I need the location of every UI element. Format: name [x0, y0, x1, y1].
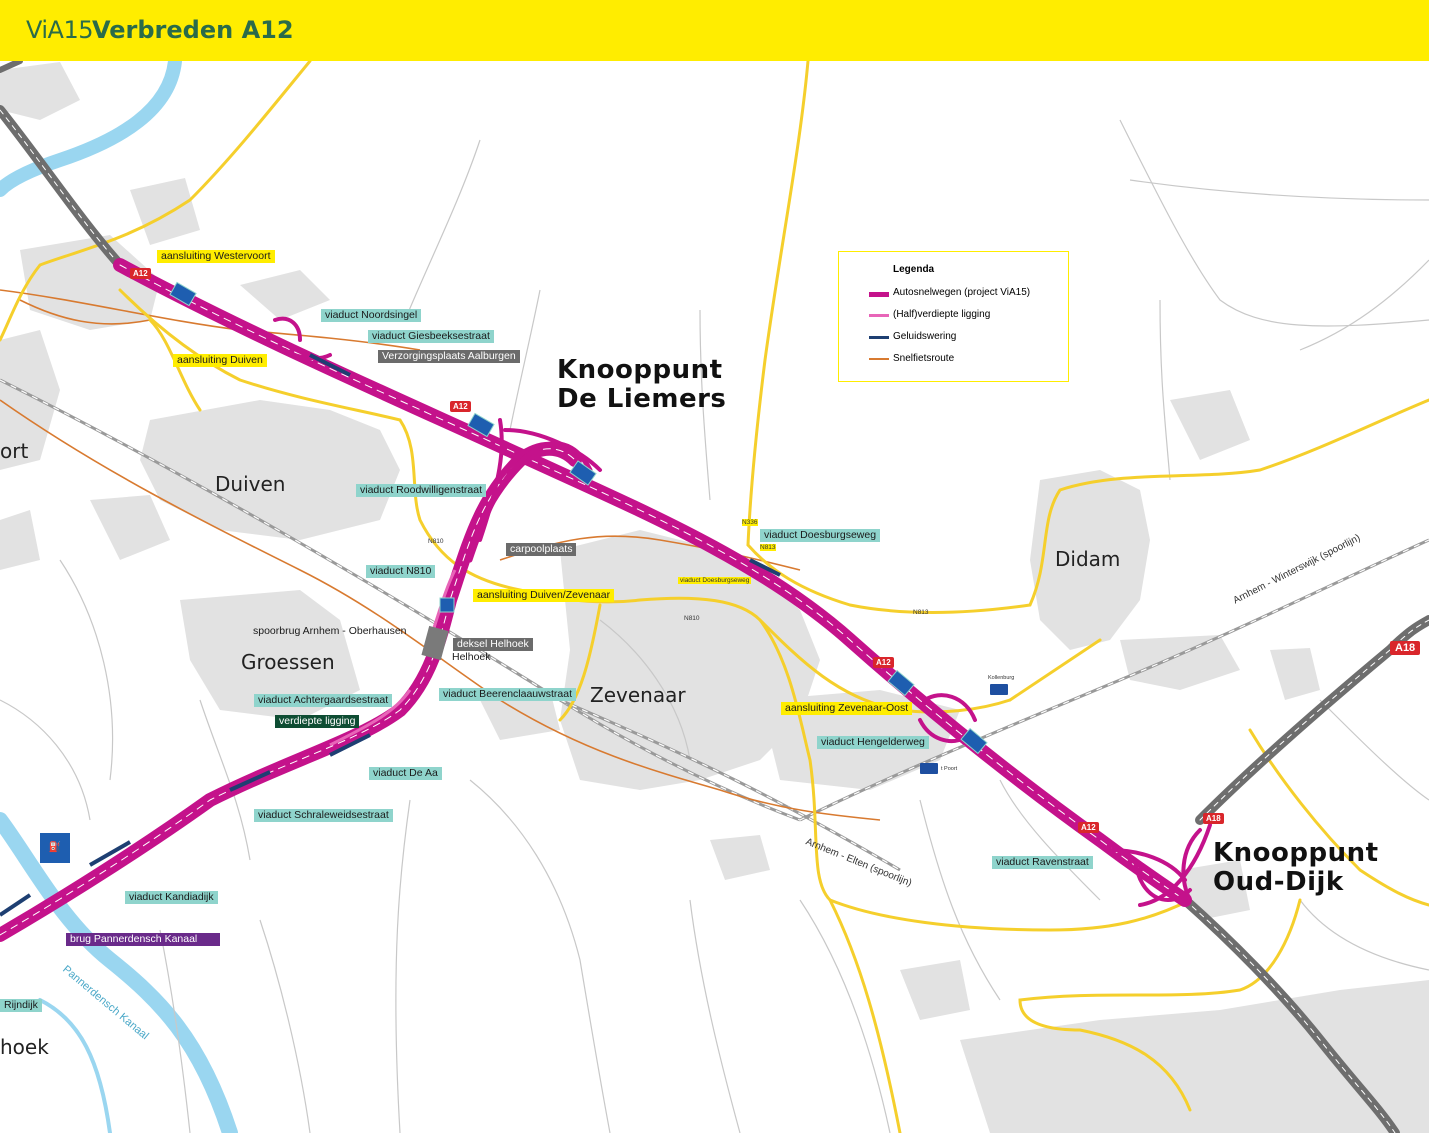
label-aansluiting-zevenaar-oost[interactable]: aansluiting Zevenaar-Oost	[781, 702, 913, 715]
label-rijndijk[interactable]: Rijndijk	[0, 999, 42, 1012]
station-icon	[990, 684, 1008, 695]
label-viaduct-giesbeeksestraat[interactable]: viaduct Giesbeeksestraat	[368, 330, 494, 343]
label-viaduct-beerenclaauwstraat[interactable]: viaduct Beerenclaauwstraat	[439, 688, 576, 701]
regional-roads	[0, 61, 1429, 1133]
label-brug-pannerdensch-kanaal[interactable]: brug Pannerdensch Kanaal	[66, 933, 220, 946]
town-zevenaar: Zevenaar	[590, 683, 686, 707]
town-westervoort: ort	[0, 439, 29, 463]
label-carpoolplaats[interactable]: carpoolplaats	[506, 543, 577, 556]
label-viaduct-achtergaardsestraat[interactable]: viaduct Achtergaardsestraat	[254, 694, 393, 707]
page-title: Verbreden A12	[92, 16, 294, 44]
a12-shield: A12	[450, 401, 471, 412]
label-viaduct-schraleweidsestraat[interactable]: viaduct Schraleweidsestraat	[254, 809, 393, 822]
brand-name: ViA15	[26, 16, 94, 44]
label-viaduct-kandiadijk[interactable]: viaduct Kandiadijk	[125, 891, 218, 904]
legend: Legenda Autosnelwegen (project ViA15) (H…	[838, 251, 1069, 382]
a12-shield: A12	[130, 268, 151, 279]
node-de-liemers-line1: Knooppunt	[557, 355, 723, 385]
town-duiven: Duiven	[215, 472, 286, 496]
viaduct-markers	[169, 281, 988, 755]
header-bar: ViA15 Verbreden A12	[0, 0, 1429, 61]
existing-motorways	[0, 61, 1429, 1133]
node-oud-dijk: Knooppunt Oud-Dijk	[1213, 839, 1379, 897]
label-viaduct-noordsingel[interactable]: viaduct Noordsingel	[321, 309, 422, 322]
project-motorway	[0, 258, 1212, 942]
legend-item-bike-route: Snelfietsroute	[893, 353, 955, 364]
node-oud-dijk-line1: Knooppunt	[1213, 838, 1379, 868]
n810-shield: N810	[684, 615, 700, 622]
town-groessen: Groessen	[241, 650, 335, 674]
noise-barriers	[0, 353, 781, 917]
label-viaduct-doesburgseweg[interactable]: viaduct Doesburgseweg	[760, 529, 881, 542]
a18-shield: A18	[1390, 641, 1421, 655]
n336-shield: N336	[742, 519, 758, 526]
label-spoorbrug[interactable]: spoorbrug Arnhem - Oberhausen	[253, 625, 407, 637]
legend-swatch-noise-barrier	[869, 336, 889, 339]
n810-shield: N810	[428, 538, 444, 545]
poi-kollenburg: Kollenburg	[988, 675, 1015, 681]
label-aansluiting-duiven-zevenaar[interactable]: aansluiting Duiven/Zevenaar	[473, 589, 615, 602]
label-viaduct-hengelderweg[interactable]: viaduct Hengelderweg	[817, 736, 929, 749]
label-deksel-helhoek[interactable]: deksel Helhoek	[453, 638, 533, 651]
legend-item-deepened: (Half)verdiepte ligging	[893, 309, 991, 320]
legend-swatch-deepened	[869, 314, 889, 317]
legend-item-motorway: Autosnelwegen (project ViA15)	[893, 287, 1031, 298]
label-aansluiting-westervoort[interactable]: aansluiting Westervoort	[157, 250, 275, 263]
n813-shield: N813	[913, 609, 929, 616]
map-canvas[interactable]	[0, 61, 1429, 1133]
town-pannerden: hoek	[0, 1035, 49, 1059]
legend-item-noise-barrier: Geluidswering	[893, 331, 957, 342]
label-aansluiting-duiven[interactable]: aansluiting Duiven	[173, 354, 267, 367]
poi-tpoort: t Poort	[941, 766, 958, 772]
minor-roads	[0, 119, 1429, 1133]
n813-shield: N813	[760, 544, 776, 551]
tunnel-cover	[421, 625, 449, 661]
label-viaduct-doesburgseweg-small: viaduct Doesburgseweg	[678, 577, 752, 584]
legend-title: Legenda	[893, 264, 935, 275]
label-viaduct-ravenstraat[interactable]: viaduct Ravenstraat	[992, 856, 1093, 869]
label-viaduct-n810[interactable]: viaduct N810	[366, 565, 436, 578]
station-icon	[920, 763, 938, 774]
service-station-icon: ⛽	[40, 833, 70, 863]
legend-swatch-motorway	[869, 292, 889, 297]
urban-areas	[0, 62, 1429, 1133]
node-oud-dijk-line2: Oud-Dijk	[1213, 867, 1344, 897]
rail-lines	[0, 378, 1429, 872]
node-de-liemers: Knooppunt De Liemers	[557, 356, 726, 414]
legend-swatch-bike-route	[869, 358, 889, 360]
label-viaduct-de-aa[interactable]: viaduct De Aa	[369, 767, 442, 780]
label-viaduct-roodwilligenstraat[interactable]: viaduct Roodwilligenstraat	[356, 484, 486, 497]
water	[0, 61, 238, 1133]
label-helhoek: Helhoek	[452, 651, 491, 663]
a18-shield: A18	[1203, 813, 1224, 824]
a12-shield: A12	[873, 657, 894, 668]
label-verdiepte-ligging[interactable]: verdiepte ligging	[275, 715, 360, 728]
label-verzorgingsplaats-aalburgen[interactable]: Verzorgingsplaats Aalburgen	[378, 350, 520, 363]
town-didam: Didam	[1055, 547, 1121, 571]
node-de-liemers-line2: De Liemers	[557, 384, 727, 414]
a12-shield: A12	[1078, 822, 1099, 833]
